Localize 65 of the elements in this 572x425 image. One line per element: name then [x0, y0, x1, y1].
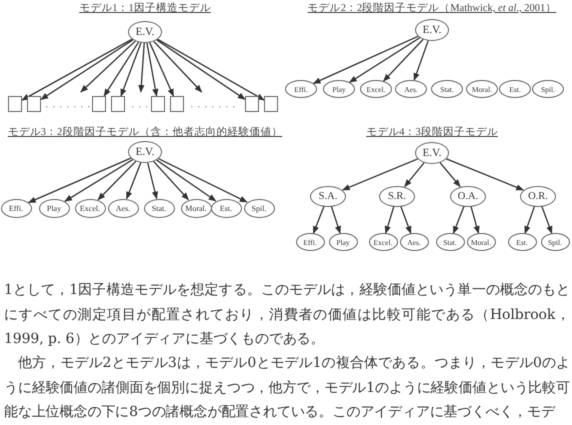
model-title: モデル1：1因子構造モデル [79, 1, 211, 15]
item-box [27, 96, 41, 112]
arrow [153, 161, 189, 200]
arrow [149, 42, 174, 97]
arrow [146, 42, 158, 97]
item-box [170, 96, 184, 112]
factor-ellipse: Effi. [0, 198, 32, 218]
arrow [524, 206, 536, 234]
arrow [138, 42, 145, 93]
factor-ellipse: O.A. [450, 186, 486, 206]
body-paragraph: 他方，モデル2とモデル3は，モデル0とモデル1の複合体である。つまり，モデル0のように経験価値の諸側面を個別に捉えつつ，他方で，モデル1のように経験価値という比較可能な上位概念の下に8つの諸概念が配置されている。このアイディアに基づくべく，モデ [4, 354, 570, 422]
arrow [452, 206, 465, 234]
arrow [153, 40, 202, 93]
arrow [158, 158, 248, 203]
arrow [470, 206, 480, 234]
factor-ellipse: Play [38, 198, 70, 218]
item-box [151, 96, 165, 112]
factor-ellipse: Moral. [180, 198, 212, 218]
arrow [312, 36, 418, 84]
arrow [348, 37, 420, 83]
arrow [312, 206, 325, 234]
factor-ellipse: O.R. [520, 186, 556, 206]
arrow [414, 40, 429, 81]
item-box [264, 96, 278, 112]
arrow [330, 206, 341, 234]
factor-ellipse: S.A. [310, 186, 346, 206]
factor-ellipse: Excel. [74, 198, 106, 218]
arrow [28, 158, 132, 204]
arrow [342, 158, 418, 191]
arrow [126, 162, 142, 200]
arrow [147, 162, 158, 200]
factor-ellipse: Stat. [144, 198, 174, 218]
arrow [104, 42, 140, 97]
item-box [8, 96, 22, 112]
arrow [400, 206, 412, 234]
factor-ellipse: E.V. [128, 141, 162, 163]
arrow [156, 39, 246, 100]
factor-ellipse: E.V. [415, 19, 449, 41]
factor-ellipse: Aes. [108, 198, 138, 218]
arrow [120, 42, 142, 97]
body-paragraph: 1として，1因子構造モデルを想定する。このモデルは，経験価値という単一の概念のもとにすべての測定項目が配置されており，消費者の価値は比較可能である（Holbrook，1999, p. 6）とのアイディアに基づくものである。 [4, 281, 570, 349]
arrow [383, 38, 424, 82]
factor-ellipse: E.V. [415, 142, 449, 164]
item-box [245, 96, 259, 112]
arrow [40, 39, 134, 100]
model-title: モデル2：2段階因子モデル（Mathwick, et al., 2001） [308, 2, 556, 15]
arrow [446, 158, 524, 191]
arrow [440, 162, 461, 188]
arrow [404, 162, 425, 188]
factor-ellipse: Spil. [244, 198, 274, 218]
model-title: モデル4：3段階因子モデル [366, 126, 498, 139]
arrow [384, 206, 394, 234]
arrow [80, 40, 136, 93]
arrow [64, 159, 134, 202]
arrow [21, 38, 132, 101]
arrow [541, 206, 552, 234]
item-box [92, 96, 106, 112]
arrow [156, 160, 216, 202]
arrow [97, 160, 136, 200]
factor-ellipse: Est. [210, 198, 242, 218]
arrow [157, 38, 265, 101]
model-title: モデル3：2段階因子モデル（含：他者志向的経験価値） [8, 125, 282, 139]
item-box [111, 96, 125, 112]
factor-ellipse: S.R. [379, 186, 415, 206]
factor-ellipse: E.V. [128, 21, 162, 43]
